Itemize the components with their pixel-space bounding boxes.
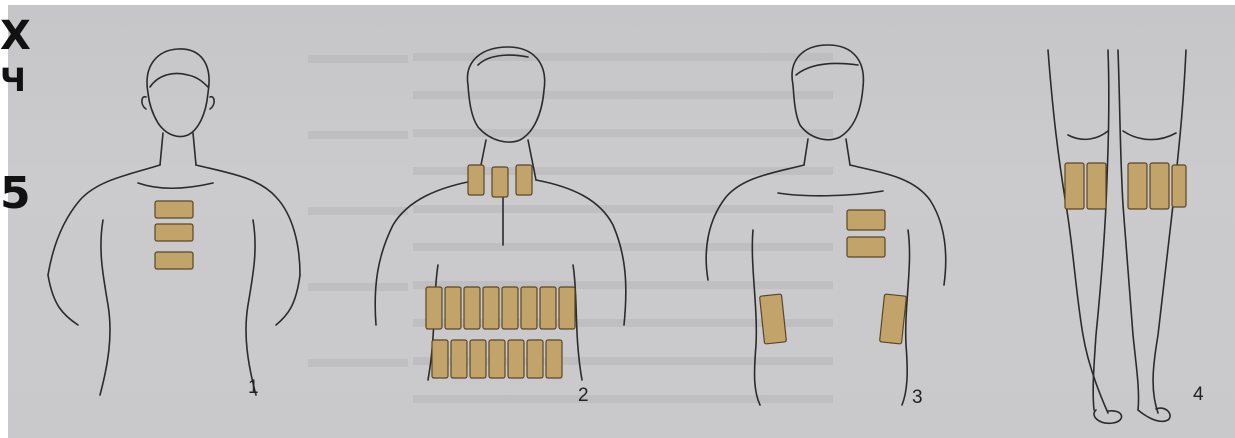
mustard-plaster-11 — [470, 340, 486, 378]
mustard-plaster-5 — [502, 287, 518, 329]
figure-3-number: 3 — [912, 387, 923, 408]
figure-2-back: 2 — [375, 47, 626, 406]
plaster-3-right-side — [880, 294, 907, 344]
mustard-plaster-7 — [540, 287, 556, 329]
mustard-plaster-9 — [432, 340, 448, 378]
mustard-plaster-4 — [483, 287, 499, 329]
mustard-plaster-3 — [464, 287, 480, 329]
scanned-book-page: 1 — [8, 5, 1235, 438]
mustard-plaster-2 — [445, 287, 461, 329]
plaster-3-left-side — [760, 294, 787, 344]
mustard-plaster-17 — [1087, 163, 1106, 209]
mustard-plaster-15 — [546, 340, 562, 378]
plaster-1c — [155, 252, 193, 269]
figure-1-front-chest: 1 — [48, 49, 300, 398]
cropped-heading-char-1: Х — [0, 16, 31, 56]
plaster-2-neck-1 — [468, 165, 484, 195]
mustard-plaster-13 — [508, 340, 524, 378]
plaster-3a — [847, 210, 885, 230]
mustard-plaster-10 — [451, 340, 467, 378]
mustard-plaster-19 — [1150, 163, 1169, 209]
plaster-1b — [155, 224, 193, 241]
figure-2-number: 2 — [578, 385, 589, 406]
cropped-heading-char-2: Ч — [0, 64, 26, 96]
mustard-plaster-placement-illustration: 1 — [8, 5, 1235, 438]
mustard-plaster-1 — [426, 287, 442, 329]
figure-4-number: 4 — [1193, 384, 1204, 405]
cropped-heading-char-3: 5 — [0, 172, 31, 216]
mustard-plaster-6 — [521, 287, 537, 329]
bleed-through-text — [308, 53, 833, 403]
plaster-2-neck-2 — [492, 167, 508, 197]
mustard-plaster-20 — [1172, 165, 1186, 207]
figure-4-calves: 4 — [1048, 50, 1204, 423]
figure-3-front-sides: 3 — [706, 45, 946, 408]
mustard-plaster-12 — [489, 340, 505, 378]
mustard-plaster-8 — [559, 287, 575, 329]
plaster-2-neck-3 — [516, 165, 532, 195]
mustard-plaster-14 — [527, 340, 543, 378]
plaster-1a — [155, 201, 193, 218]
mustard-plaster-16 — [1065, 163, 1084, 209]
mustard-plaster-18 — [1128, 163, 1147, 209]
figure-1-number: 1 — [248, 377, 259, 398]
plaster-3b — [847, 237, 885, 257]
